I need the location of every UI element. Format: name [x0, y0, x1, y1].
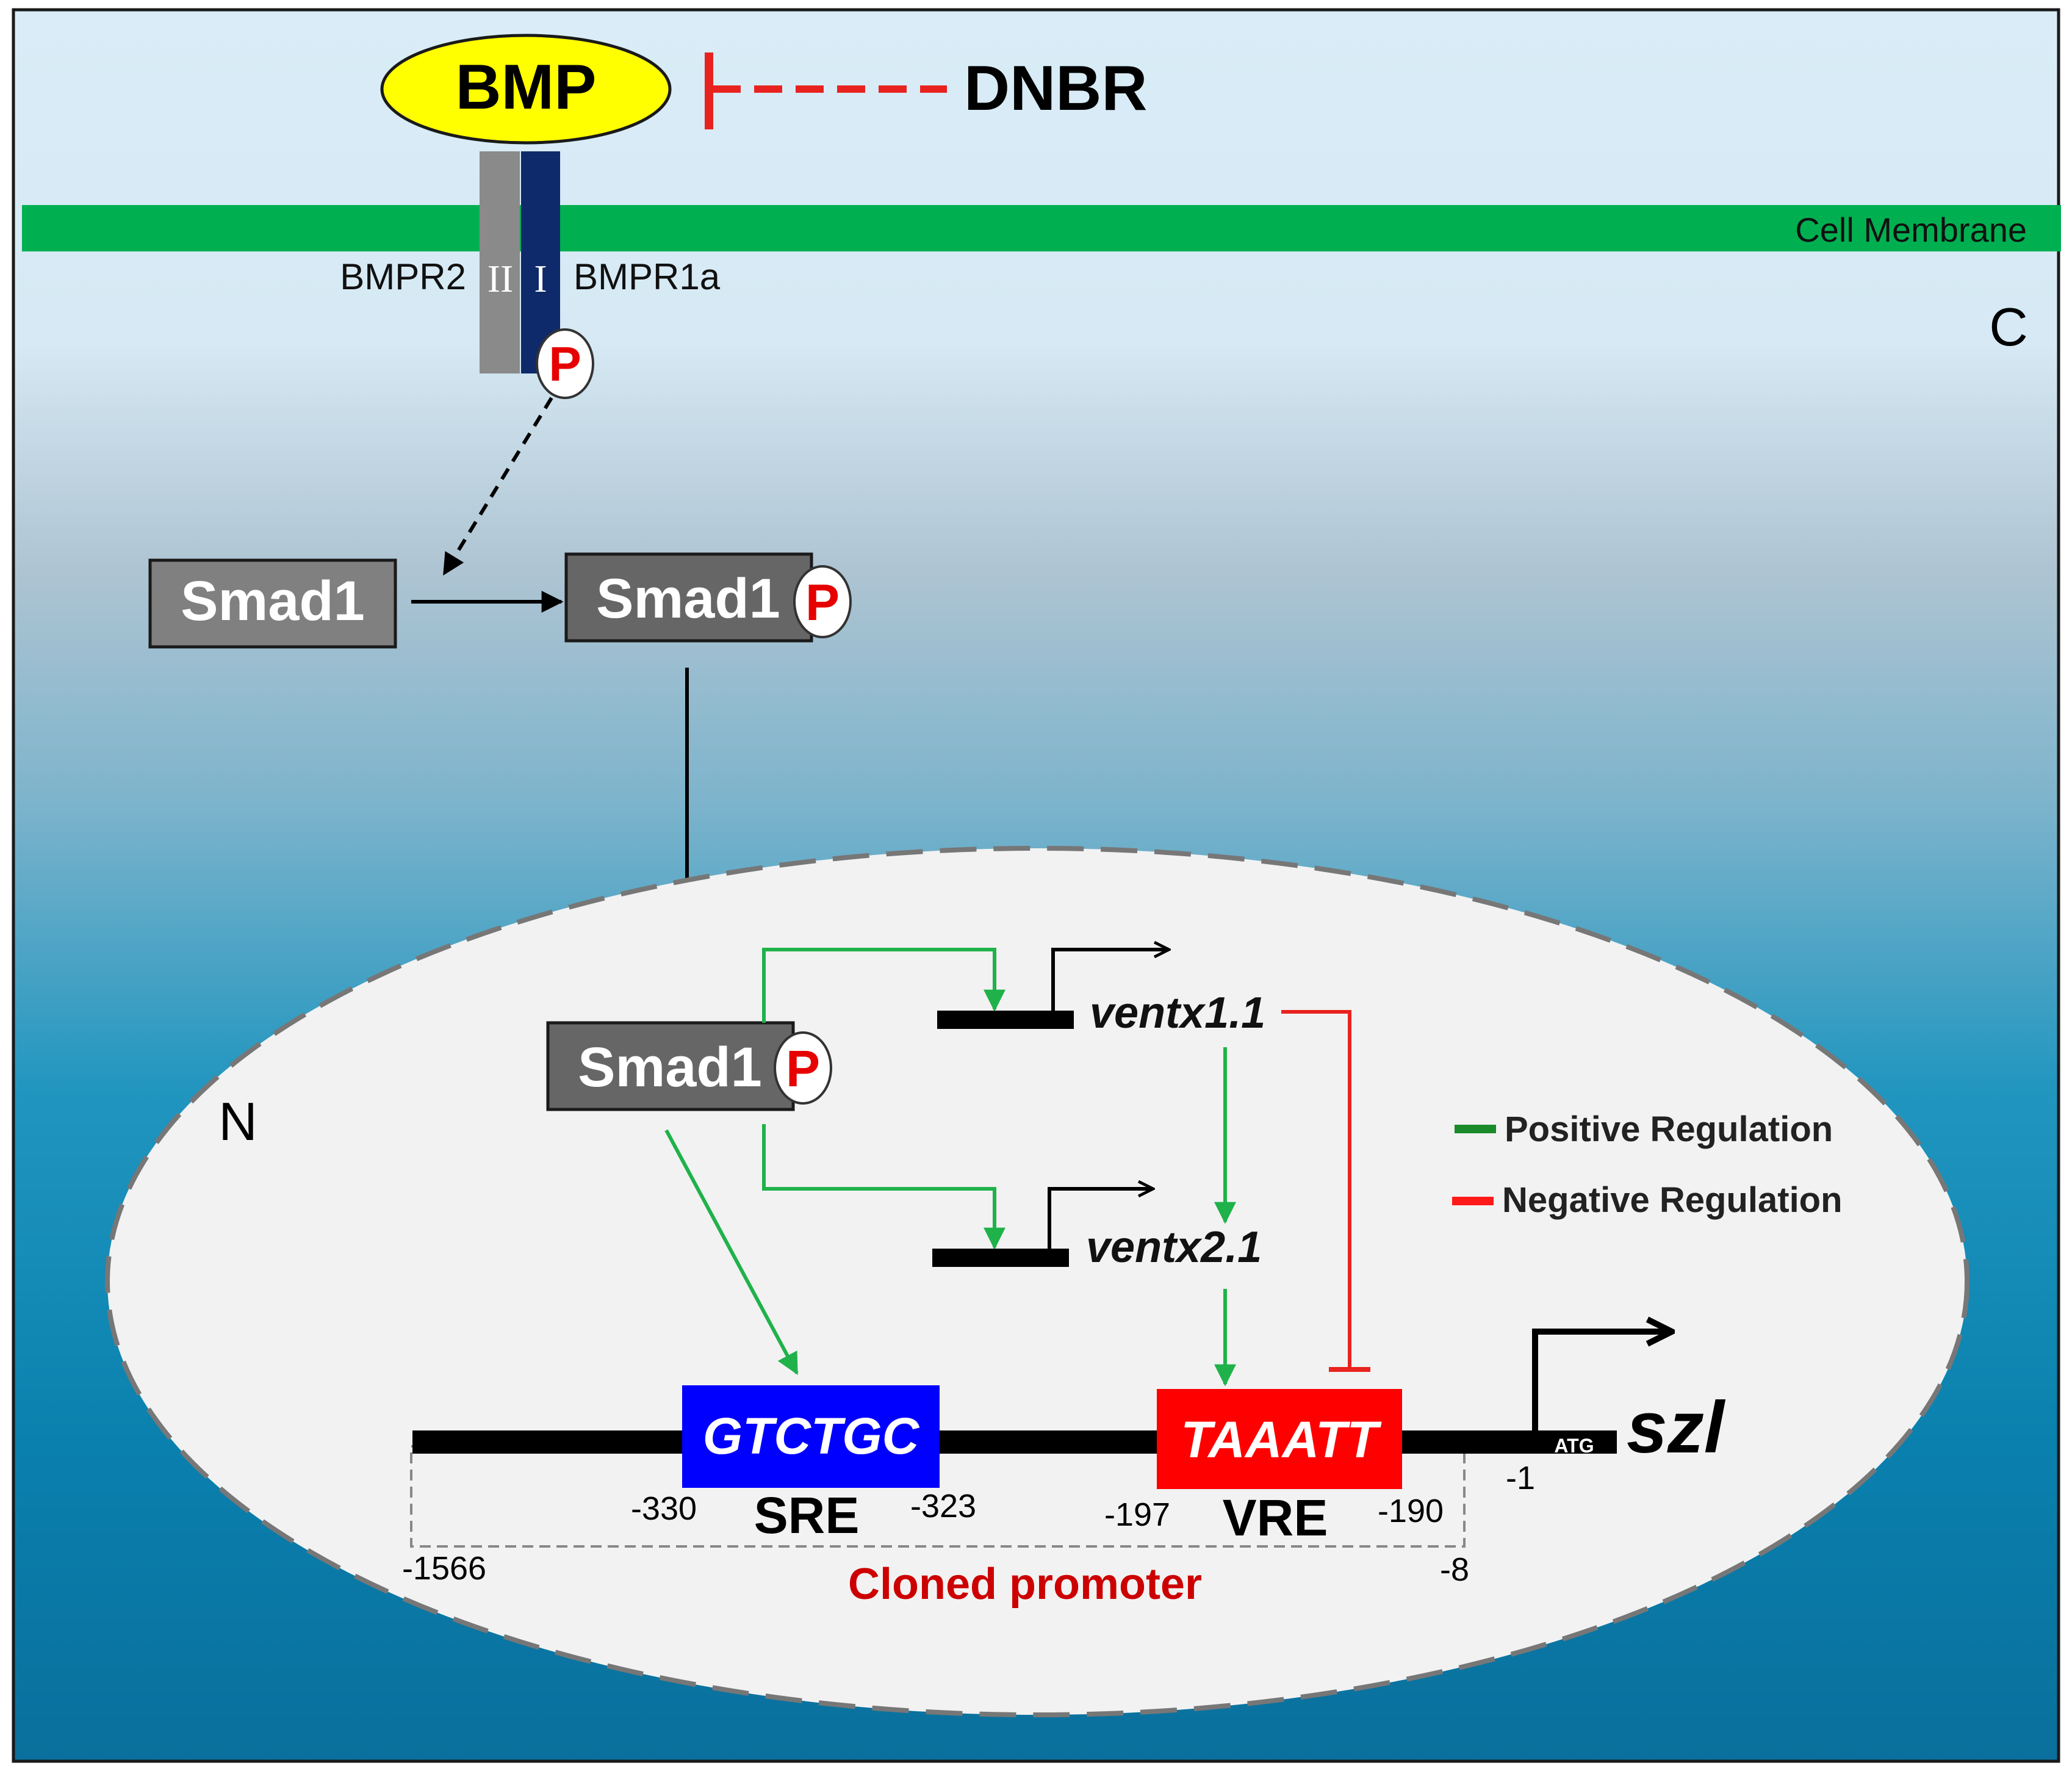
ventx11-repression-line: [1281, 1010, 1351, 1368]
receptor-phosphate-label: P: [549, 337, 581, 391]
cloned-start-label: -1566: [402, 1550, 486, 1587]
smad1-to-ventx11-arrow: [762, 948, 1005, 1023]
tss-label: -1: [1506, 1460, 1535, 1496]
vre-end-label: -190: [1378, 1493, 1444, 1529]
sre-box: [682, 1385, 940, 1488]
sre-end-label: -323: [910, 1488, 976, 1524]
receptor-type2-numeral: II: [487, 257, 514, 300]
vre-label: VRE: [1223, 1489, 1328, 1546]
bmp-label: BMP: [455, 52, 596, 123]
smad1-to-sre-arrow: [664, 1129, 799, 1376]
vre-start-label: -197: [1104, 1496, 1170, 1533]
cytoplasm-label: C: [1989, 297, 2028, 357]
bmpr2-label: BMPR2: [340, 256, 466, 297]
szl-promoter-dna: [412, 1430, 1617, 1454]
nuclear-smad1-phosphate-label: P: [786, 1040, 820, 1097]
smad1-label: Smad1: [181, 570, 365, 632]
smad1-phosphate-label: P: [805, 574, 840, 631]
receptor-phosphate: [536, 328, 594, 399]
legend-positive-label: Positive Regulation: [1505, 1109, 1833, 1149]
cloned-promoter-label: Cloned promoter: [848, 1560, 1202, 1609]
smad1-phosphate: [793, 565, 852, 638]
cloned-end-label: -8: [1440, 1551, 1469, 1588]
receptor-type1-numeral: I: [534, 257, 547, 300]
smad1-phospho-label: Smad1: [596, 568, 780, 630]
bmpr1a-label: BMPR1a: [574, 256, 721, 297]
smad1-box: [148, 558, 397, 649]
sre-start-label: -330: [631, 1490, 697, 1527]
vre-sequence: TAAATT: [1181, 1411, 1382, 1468]
ventx21-tss-arrow: [1048, 1189, 1153, 1249]
nuclear-smad1-phosphate: [774, 1031, 832, 1105]
vre-box: [1157, 1389, 1402, 1489]
legend-negative-label: Negative Regulation: [1502, 1180, 1843, 1220]
ventx21-gene-body: [932, 1249, 1069, 1267]
dnbr-label: DNBR: [964, 53, 1147, 124]
nuclear-smad1-phospho-label: Smad1: [578, 1036, 762, 1098]
ventx11-tss-arrow: [1051, 950, 1169, 1011]
membrane-label: Cell Membrane: [1795, 211, 2027, 249]
ventx11-gene-body: [937, 1011, 1074, 1029]
sre-label: SRE: [754, 1487, 860, 1544]
atg-label: ATG: [1554, 1435, 1594, 1457]
bmpr2-receptor: [480, 151, 520, 373]
cell-membrane: [22, 205, 2061, 251]
szl-tss-arrow: [1532, 1332, 1672, 1440]
ventx11-label: ventx1.1: [1090, 989, 1265, 1037]
phosphorylation-dashed-arrow: [442, 397, 553, 576]
nuclear-smad1-phospho-box: [546, 1021, 795, 1111]
szl-label: szl: [1627, 1387, 1726, 1468]
smad1-phospho-box: [564, 552, 813, 643]
nucleus-label: N: [218, 1091, 257, 1152]
bmp-ligand: [380, 34, 672, 145]
ventx21-label: ventx2.1: [1086, 1223, 1262, 1272]
sre-sequence: GTCTGC: [703, 1407, 920, 1465]
smad1-to-ventx21-arrow: [762, 1124, 1005, 1250]
cloned-promoter-region: [410, 1445, 1466, 1548]
